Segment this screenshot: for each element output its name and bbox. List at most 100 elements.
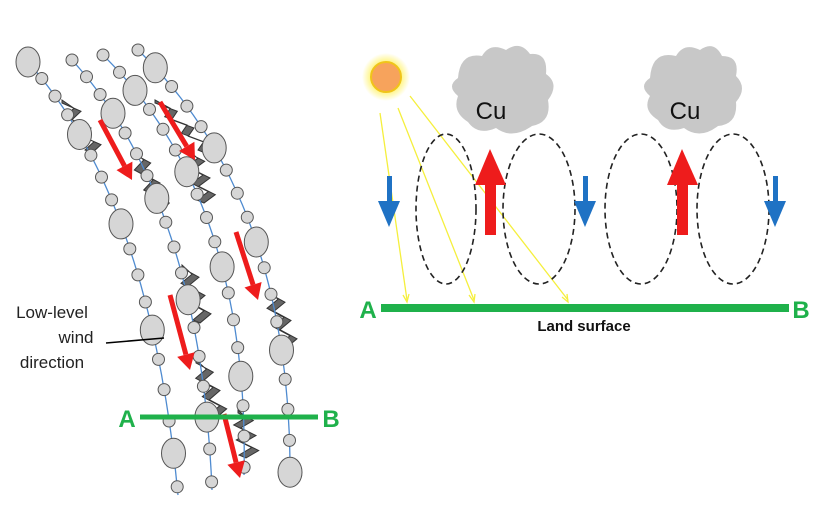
cloud-bead <box>277 456 303 488</box>
right-point-b: B <box>792 297 809 324</box>
convective-rolls-panel: Cu Cu A B Land surface <box>359 45 810 335</box>
wind-label-line-1: Low-level <box>16 303 88 322</box>
cloud-bead <box>123 242 137 256</box>
cloud-bead <box>159 215 173 229</box>
cloud-bead <box>281 402 295 416</box>
cloud-bead <box>139 314 165 346</box>
cloud-bead <box>157 383 171 397</box>
roll-2 <box>502 133 576 285</box>
cloud-bead <box>95 170 108 184</box>
cloud-bead <box>84 148 98 162</box>
cloud-bead <box>65 53 79 67</box>
cloud-bead <box>15 46 41 78</box>
downdraft-arrow-2 <box>574 176 596 227</box>
cloud-shadow-8 <box>232 408 260 459</box>
wind-arrow-icon <box>233 231 262 300</box>
cloud-bead <box>167 240 181 254</box>
left-point-b: B <box>322 406 339 433</box>
cloud-bead <box>208 235 222 249</box>
left-point-a: A <box>118 406 135 433</box>
wind-arrows <box>97 100 262 478</box>
cloud-bead <box>205 475 219 489</box>
cloud-bead <box>168 143 182 157</box>
cloud-bead <box>278 372 292 386</box>
cloud-bead <box>174 156 200 188</box>
downdraft-arrow-3 <box>764 176 786 227</box>
cloud-bead <box>96 48 110 62</box>
cloud-bead <box>264 287 278 301</box>
cloud-streets <box>15 43 303 496</box>
cloud-bead <box>243 226 269 258</box>
cloud-bead <box>100 97 126 129</box>
cloud-bead <box>67 119 92 150</box>
updraft-arrow-1 <box>475 149 506 235</box>
cloud-bead <box>192 349 206 363</box>
cloud-bead <box>152 352 165 366</box>
downdraft-arrow-1 <box>378 176 400 227</box>
cloud-bead <box>113 65 126 79</box>
cloud-bead <box>118 126 132 140</box>
cloud-bead <box>283 433 296 447</box>
roll-3 <box>604 133 678 285</box>
cloud-bead <box>175 266 188 280</box>
right-point-a: A <box>359 297 376 324</box>
cloud-bead <box>200 211 213 224</box>
cumulus-cloud-icon <box>452 45 554 134</box>
cloud-bead <box>257 261 271 275</box>
cloud-bead <box>138 295 152 309</box>
cloud-bead <box>201 132 227 164</box>
cloud-bead <box>228 360 254 392</box>
cloud-bead <box>227 313 240 327</box>
cloud-bead <box>131 43 145 57</box>
cloud-bead <box>236 399 250 413</box>
cloud-bead <box>161 437 186 469</box>
cloud-bead <box>61 108 75 122</box>
cloud-bead <box>144 182 170 214</box>
wind-label-line-3: direction <box>20 353 84 372</box>
cloud-bead <box>194 120 208 134</box>
cloud-bead <box>165 80 179 93</box>
cloud-bead <box>187 321 201 334</box>
cloud-bead <box>93 88 107 101</box>
wind-arrow-icon <box>97 118 133 180</box>
cloud-bead <box>170 480 184 494</box>
wind-arrow-icon <box>221 413 245 478</box>
cloud-bead <box>209 251 235 283</box>
cloud-bead <box>142 52 168 84</box>
cloud-bead <box>269 334 294 366</box>
wind-arrow-icon <box>167 294 195 370</box>
wind-label-line-2: wind <box>58 328 94 347</box>
cloud-bead <box>230 186 244 200</box>
cumulus-cloud-icon <box>644 46 742 134</box>
cloud-bead <box>80 70 93 84</box>
cloud-streets-panel: Low-level wind direction A B <box>15 43 340 496</box>
cloud-bead <box>175 284 201 316</box>
cloud-label-1: Cu <box>476 98 507 125</box>
wind-arrow-icon <box>157 100 195 160</box>
cloud-bead <box>108 208 134 240</box>
roll-4 <box>696 133 770 285</box>
cloud-bead <box>105 193 119 207</box>
updraft-arrow-2 <box>667 149 698 235</box>
cloud-bead <box>237 429 251 443</box>
cloud-label-2: Cu <box>670 98 701 125</box>
cloud-bead <box>203 442 217 456</box>
cloud-bead <box>35 72 49 85</box>
sun-icon <box>362 53 410 101</box>
roll-1 <box>415 133 477 285</box>
cloud-bead <box>131 268 145 282</box>
land-surface-label: Land surface <box>537 318 630 335</box>
cloud-bead <box>221 286 235 300</box>
cloud-bead <box>140 169 154 183</box>
cloud-bead <box>156 122 170 136</box>
cloud-bead <box>130 147 143 161</box>
cloud-bead <box>196 379 210 393</box>
cloud-bead <box>180 99 194 113</box>
cloud-bead <box>219 163 233 177</box>
cloud-bead <box>122 74 148 106</box>
cloud-bead <box>240 210 254 224</box>
cloud-bead <box>231 341 245 355</box>
cloud-bead <box>270 315 284 329</box>
